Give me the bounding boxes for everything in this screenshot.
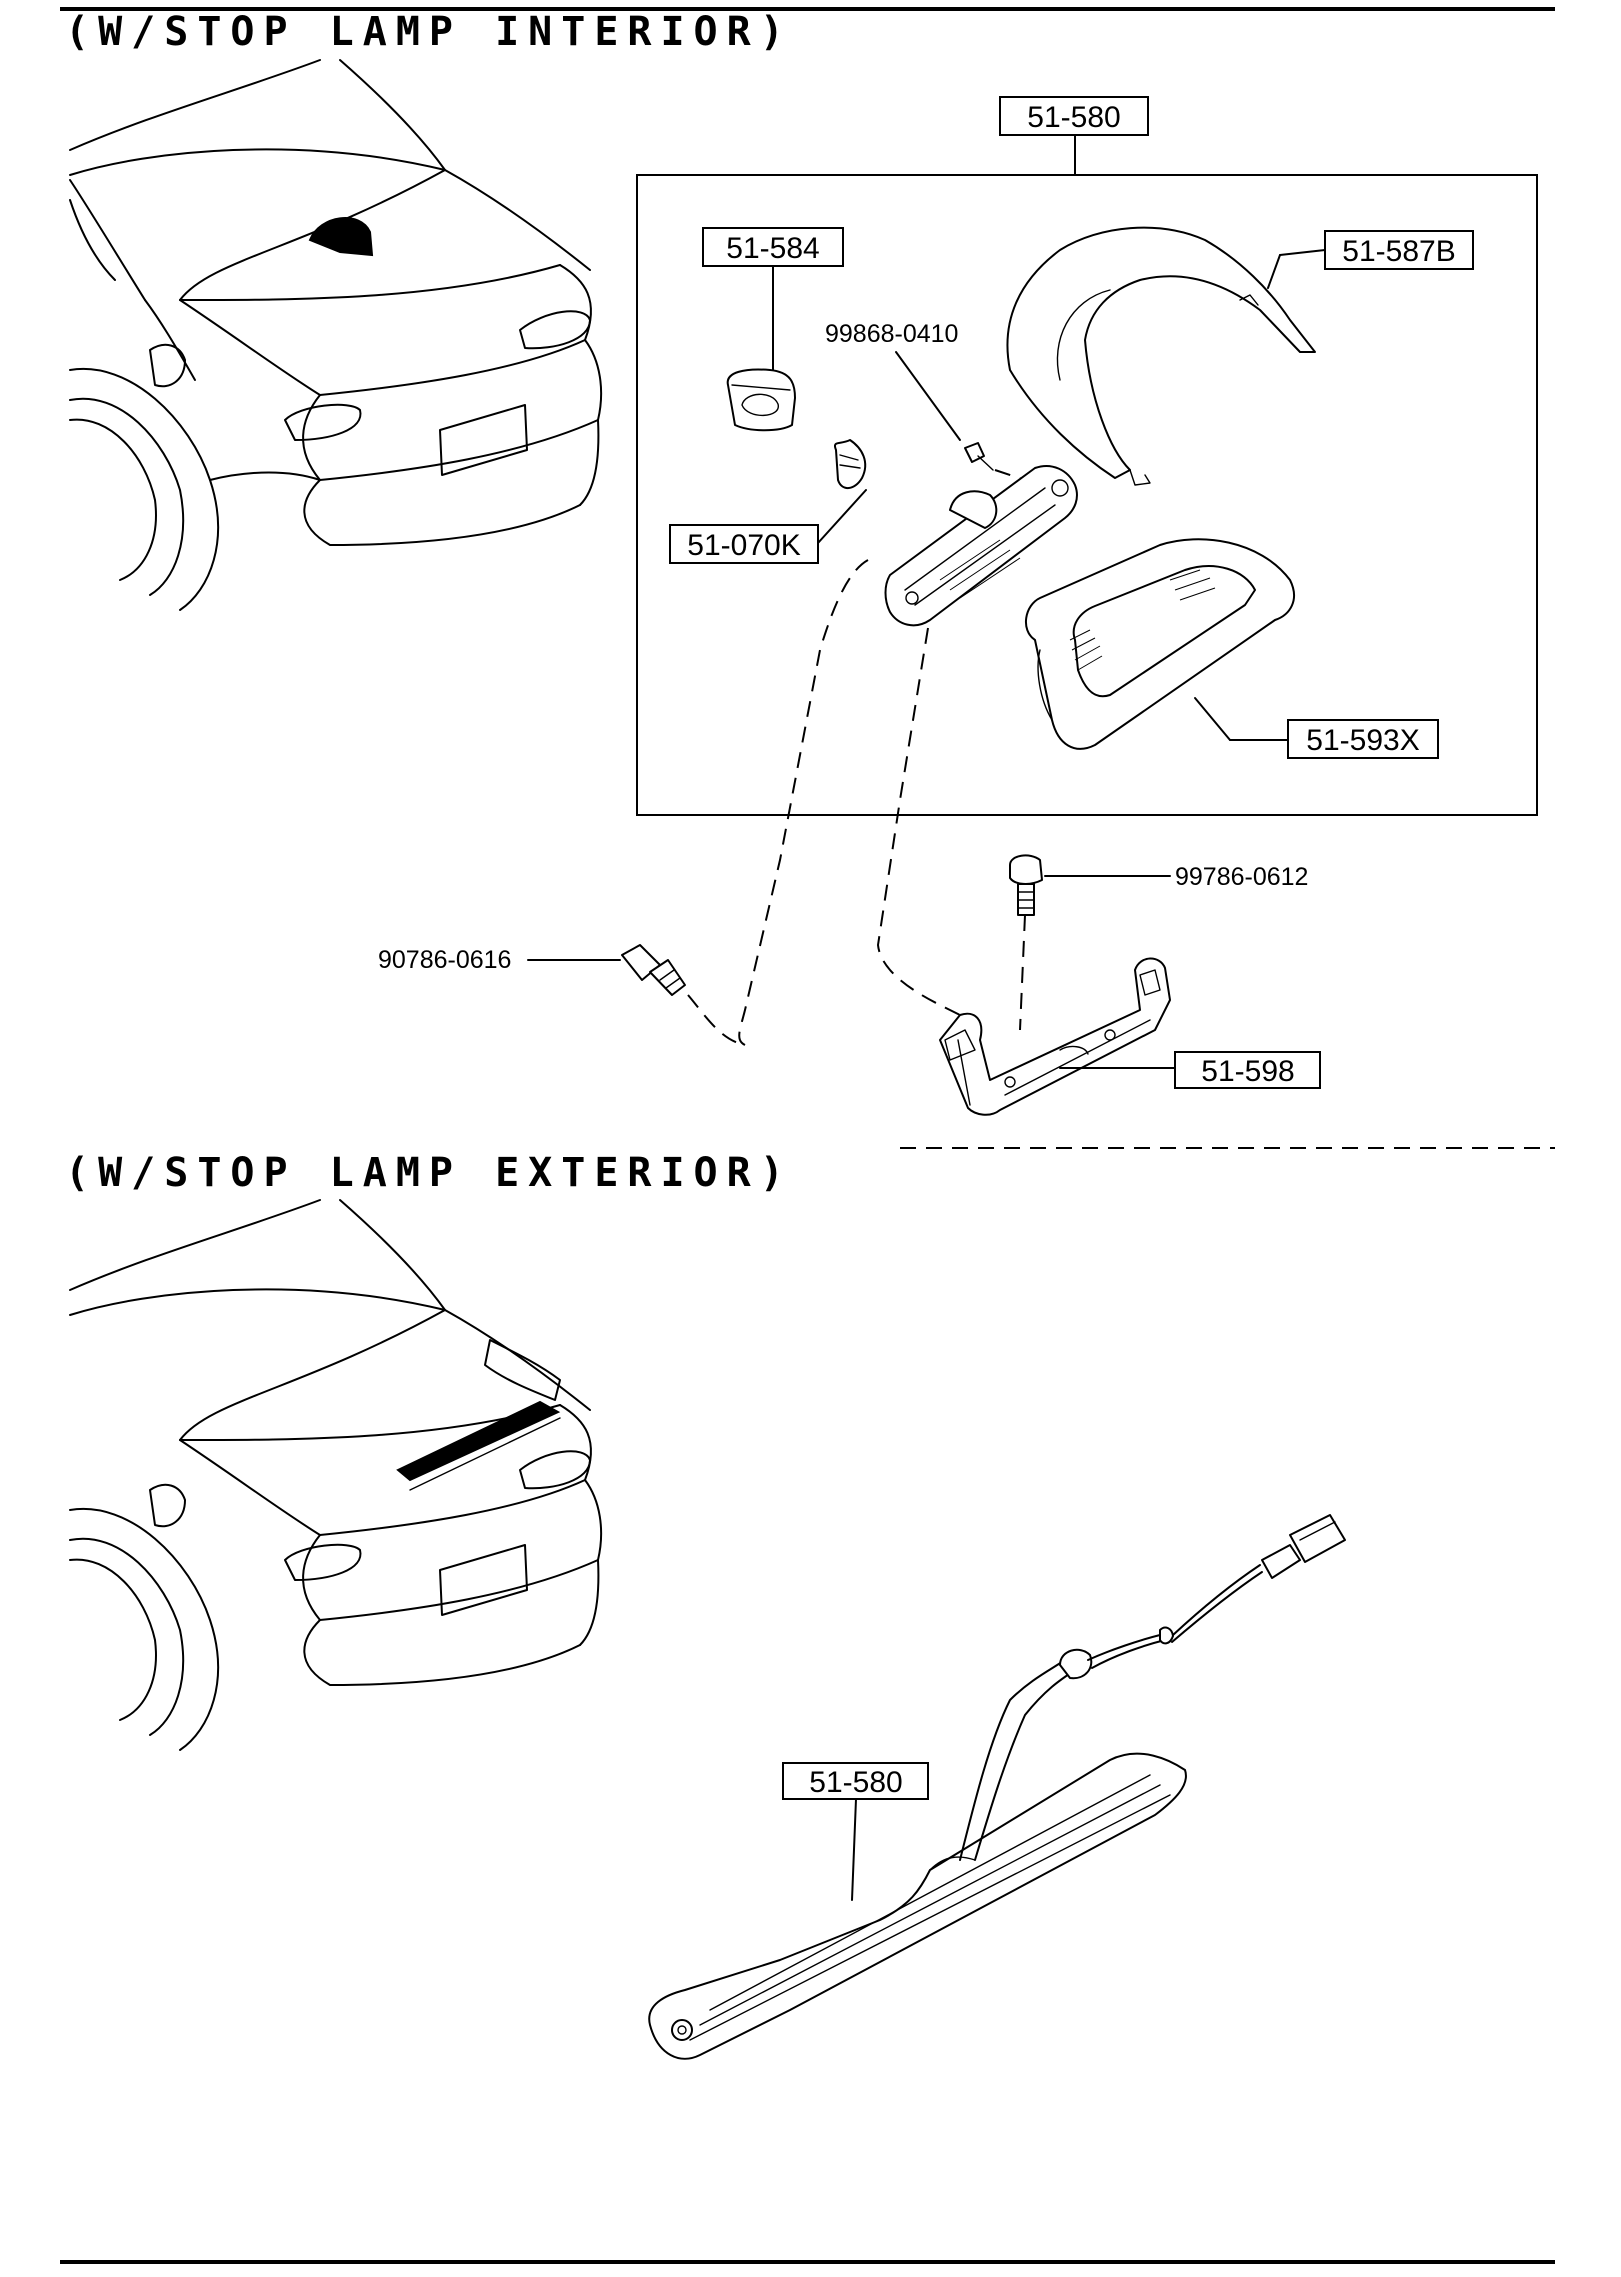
exterior-stop-lamp-mark xyxy=(396,1400,561,1482)
car-rear-view-exterior xyxy=(69,1199,603,1751)
part-label-cover: 51-587B xyxy=(1342,235,1455,268)
bolt-left-dash xyxy=(687,994,746,1046)
lamp-housing-part xyxy=(884,465,1078,627)
bulb-part xyxy=(834,439,867,489)
part-label-lens: 51-593X xyxy=(1306,724,1419,757)
part-label-screw: 99868-0410 xyxy=(825,320,958,348)
label-box-assembly xyxy=(999,96,1149,136)
install-dash-bracket xyxy=(1019,914,1026,1031)
label-box-lens xyxy=(1287,719,1439,759)
socket-part xyxy=(726,368,796,432)
label-box-bracket xyxy=(1174,1051,1321,1089)
part-label-bulb: 51-070K xyxy=(687,529,800,562)
screw-leader xyxy=(895,351,961,441)
exterior-lamp-wiring xyxy=(959,1514,1346,1861)
car-rear-view-interior xyxy=(69,59,603,611)
stop-lamp-location-mark xyxy=(308,217,374,257)
part-label-exterior-assembly: 51-580 xyxy=(809,1766,902,1799)
lens-leader-a xyxy=(1194,697,1231,741)
screw-part xyxy=(964,442,994,471)
lens-part xyxy=(1025,538,1295,750)
section-title-exterior: (W/STOP LAMP EXTERIOR) xyxy=(65,1150,793,1196)
bulb-leader xyxy=(817,489,867,544)
label-box-socket xyxy=(702,227,844,267)
part-label-socket: 51-584 xyxy=(726,232,819,265)
part-label-bolt-left: 90786-0616 xyxy=(378,946,511,974)
bolt-bracket-part xyxy=(1009,854,1043,916)
part-label-assembly: 51-580 xyxy=(1027,101,1120,134)
cover-part xyxy=(1006,226,1316,486)
label-box-bulb xyxy=(669,524,819,564)
install-dash-left xyxy=(738,559,869,1046)
part-label-bolt-bracket: 99786-0612 xyxy=(1175,863,1308,891)
bracket-part xyxy=(939,957,1171,1116)
cover-leader-b xyxy=(1267,254,1281,289)
install-dash-mid xyxy=(876,627,961,1016)
cover-leader-a xyxy=(1279,249,1326,256)
section-title-interior: (W/STOP LAMP INTERIOR) xyxy=(65,9,793,55)
exterior-lamp-part xyxy=(648,1752,1187,2060)
part-label-bracket: 51-598 xyxy=(1201,1055,1294,1088)
exterior-assembly-leader xyxy=(851,1798,857,1901)
bolt-left-part xyxy=(621,944,686,996)
